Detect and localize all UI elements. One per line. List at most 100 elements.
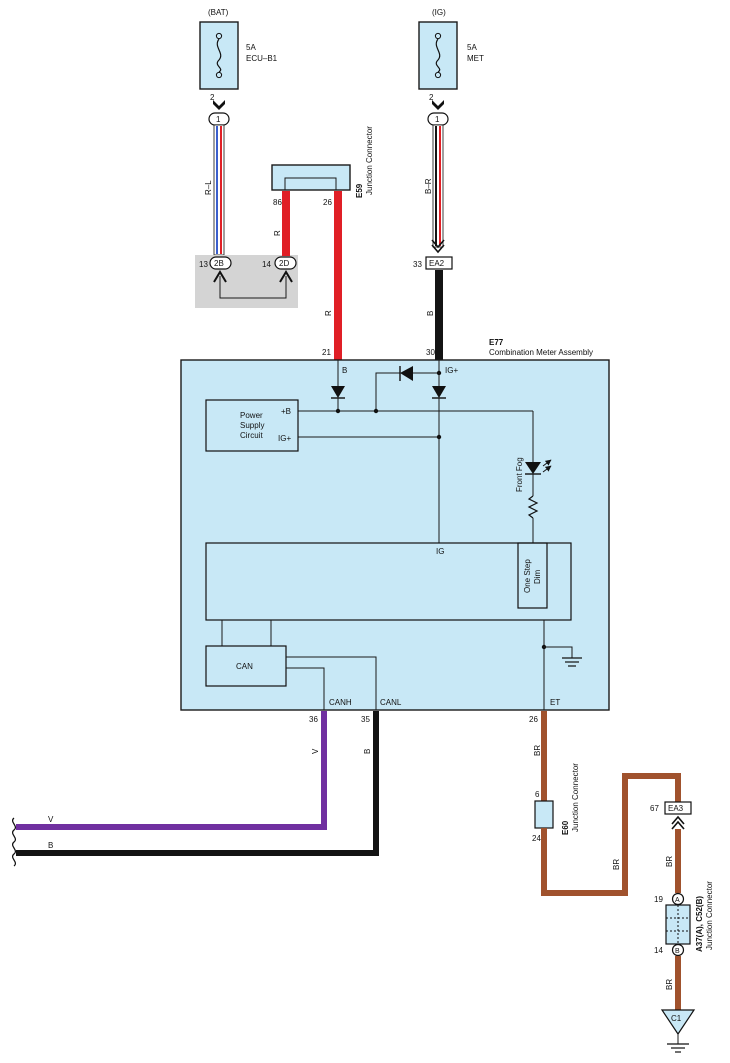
- wire-b-ig: B: [426, 270, 443, 360]
- wire-r-86: R: [273, 191, 290, 256]
- ground-icon: [562, 657, 582, 667]
- meter-box: [180, 359, 610, 711]
- fuse-bat: (BAT) 5A ECU–B1 2 1: [199, 8, 278, 126]
- wire-v-can: V V: [16, 711, 327, 830]
- meter-term-ig: IG+: [445, 366, 458, 375]
- psu-label-1: Power: [240, 411, 263, 420]
- fuse-ig-name: MET: [467, 54, 484, 63]
- one-step-dim-box: [517, 542, 548, 609]
- et-label: ET: [550, 698, 560, 707]
- meter-name: Combination Meter Assembly: [489, 348, 593, 357]
- wire-br-ig: B–R: [424, 124, 444, 248]
- fuse-ig-rating: 5A: [467, 43, 477, 52]
- splice-right-pin: 14: [262, 260, 271, 269]
- fuse-icon: [215, 32, 223, 79]
- junction-e60-box: [534, 800, 554, 829]
- connector-ea2-label: EA2: [429, 259, 445, 268]
- junction-e59-pin-right: 26: [323, 198, 332, 207]
- fuse-bat-pin: 2: [210, 93, 215, 102]
- wire-v-left-label: V: [48, 815, 54, 824]
- connector-ea2-pin: 33: [413, 260, 422, 269]
- wire-b-left-label: B: [48, 841, 53, 850]
- fuse-ig-pin: 2: [429, 93, 434, 102]
- junction-a37-pin-a: 19: [654, 895, 663, 904]
- splice-2b-label: 2B: [214, 259, 224, 268]
- fuse-ig-source: (IG): [432, 8, 446, 17]
- ground-c1: C1: [660, 1009, 696, 1053]
- junction-e60: 6 24 E60 Junction Connector: [532, 763, 580, 843]
- wire-b-can-label: B: [363, 749, 372, 754]
- splice-2d-label: 2D: [279, 259, 289, 268]
- diode-cross-icon: [400, 366, 413, 381]
- connector-arrow-icon: [213, 100, 225, 110]
- pin-et: 26: [529, 715, 538, 724]
- connector-chevron-icon: [431, 239, 445, 254]
- junction-e60-id: E60: [561, 820, 570, 835]
- connector-chevron-icon: [671, 815, 685, 830]
- wire-br-et-label: BR: [533, 745, 542, 756]
- splice-2b: [209, 256, 232, 270]
- connector-1-ig-label: 1: [435, 115, 440, 124]
- connector-ea2: 33 EA2: [413, 256, 453, 270]
- fuse-ig-box: [418, 21, 458, 90]
- ground-icon: [667, 1043, 689, 1053]
- wire-br-loop: BR: [541, 773, 681, 896]
- one-step-dim-label-1: One Step: [523, 559, 532, 593]
- meter-pin-ig: 30: [426, 348, 435, 357]
- wire-r-86-label: R: [273, 230, 282, 236]
- meter-ig-circuit: [205, 542, 572, 621]
- front-fog-label: Front Fog: [515, 457, 524, 492]
- pin-canl: 35: [361, 715, 370, 724]
- power-supply-circuit: [205, 399, 299, 452]
- ground-c1-label: C1: [671, 1014, 682, 1023]
- wire-b-ig-label: B: [426, 311, 435, 316]
- connector-ea3: 67 EA3: [650, 801, 692, 815]
- wire-break-icon: [11, 817, 17, 867]
- wire-v-can-label: V: [311, 748, 320, 754]
- wire-br-right1: BR: [665, 829, 681, 893]
- junction-a37: 19 A B 14 A37(A), C52(B) Junction Connec…: [654, 881, 714, 957]
- resistor-icon: [527, 495, 539, 519]
- wire-br-loop-label: BR: [612, 859, 621, 870]
- fuse-bat-rating: 5A: [246, 43, 256, 52]
- junction-a37-label-a: A: [675, 897, 680, 904]
- junction-e60-pin-bottom: 24: [532, 834, 541, 843]
- one-step-dim-label-2: Dim: [533, 569, 542, 584]
- meter-id: E77: [489, 338, 504, 347]
- meter-ig-label: IG: [436, 547, 444, 556]
- junction-e60-pin-top: 6: [535, 790, 540, 799]
- junction-a37-id: A37(A), C52(B): [695, 896, 704, 952]
- can-block: [205, 645, 287, 687]
- wire-br-et: BR: [533, 711, 547, 801]
- junction-e59: E59 Junction Connector 86 26: [271, 126, 374, 207]
- led-front-fog-icon: [525, 462, 541, 474]
- diode-ig-icon: [432, 386, 446, 398]
- wire-rl-label: R–L: [204, 180, 213, 195]
- psu-plus-b: +B: [281, 407, 291, 416]
- ground-triangle-icon: [660, 1009, 696, 1036]
- psu-ig: IG+: [278, 434, 291, 443]
- junction-e59-pin-left: 86: [273, 198, 282, 207]
- canl-label: CANL: [380, 698, 402, 707]
- splice-box: 13 2B 14 2D: [195, 255, 298, 308]
- junction-e60-name: Junction Connector: [571, 763, 580, 832]
- connector-ea3-pin: 67: [650, 804, 659, 813]
- meter-term-b: B: [342, 366, 347, 375]
- wire-b-can: B B: [16, 711, 379, 856]
- splice-2d: [274, 256, 297, 270]
- fuse-bat-name: ECU–B1: [246, 54, 278, 63]
- fuse-icon: [434, 32, 442, 79]
- splice-left-pin: 13: [199, 260, 208, 269]
- fuse-bat-box: [199, 21, 239, 90]
- junction-a37-label-b: B: [675, 948, 680, 955]
- canh-label: CANH: [329, 698, 352, 707]
- connector-1-bat-label: 1: [216, 115, 221, 124]
- wire-br-right2-label: BR: [665, 979, 674, 990]
- diode-b-icon: [331, 386, 345, 398]
- wire-rl: R–L: [204, 124, 225, 256]
- can-label: CAN: [236, 662, 253, 671]
- meter-pin-b: 21: [322, 348, 331, 357]
- fuse-bat-source: (BAT): [208, 8, 229, 17]
- connector-ea3-label: EA3: [668, 804, 684, 813]
